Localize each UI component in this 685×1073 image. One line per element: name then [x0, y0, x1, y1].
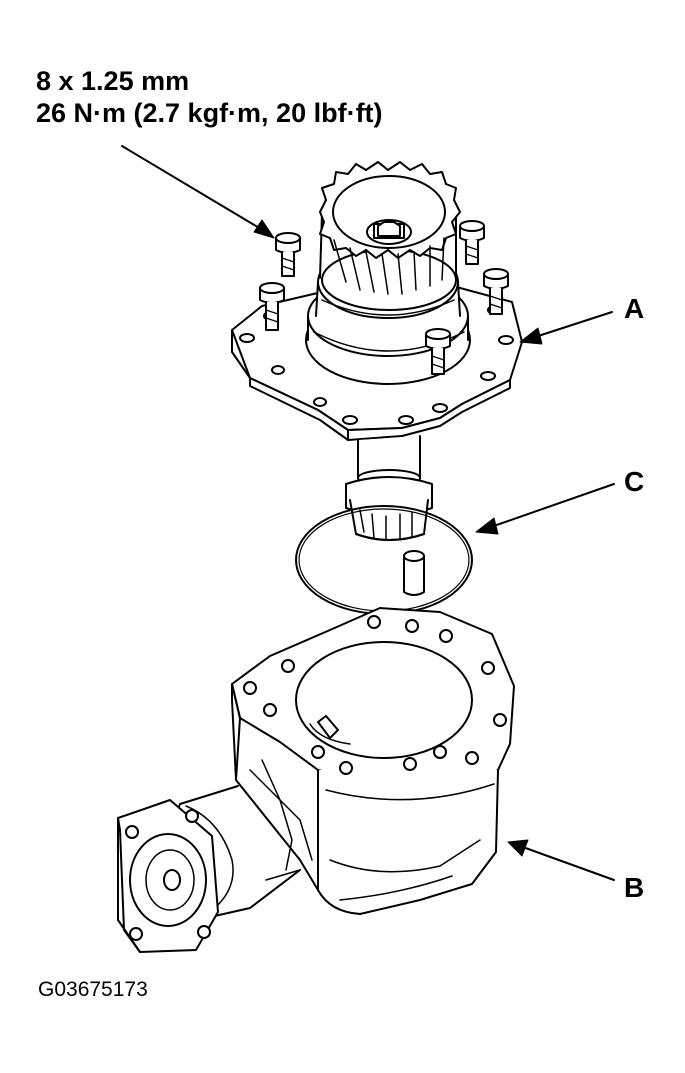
part-b-differential-housing [117, 607, 515, 953]
flange-bolt-2 [259, 282, 285, 331]
flange-bolt-3 [459, 220, 485, 265]
callout-a-leader [519, 311, 613, 345]
dowel-pin [403, 550, 425, 596]
flange-bolt-1 [275, 232, 301, 277]
pinion-shaft-bearing [345, 435, 433, 541]
part-a-pinion-flange [231, 161, 523, 441]
flange-bolt-4 [483, 268, 509, 315]
callout-c-leader [475, 483, 615, 535]
spec-leader-line [121, 145, 275, 239]
callout-label-c: C [624, 466, 645, 497]
callout-label-a: A [624, 293, 645, 324]
callout-b-leader [507, 839, 615, 881]
torque-spec-label: 26 N·m (2.7 kgf·m, 20 lbf·ft) [36, 98, 383, 128]
flange-bolt-5 [425, 328, 451, 375]
bolt-size-label: 8 x 1.25 mm [36, 66, 190, 96]
callout-label-b: B [624, 872, 645, 903]
figure-id: G03675173 [38, 978, 148, 1001]
